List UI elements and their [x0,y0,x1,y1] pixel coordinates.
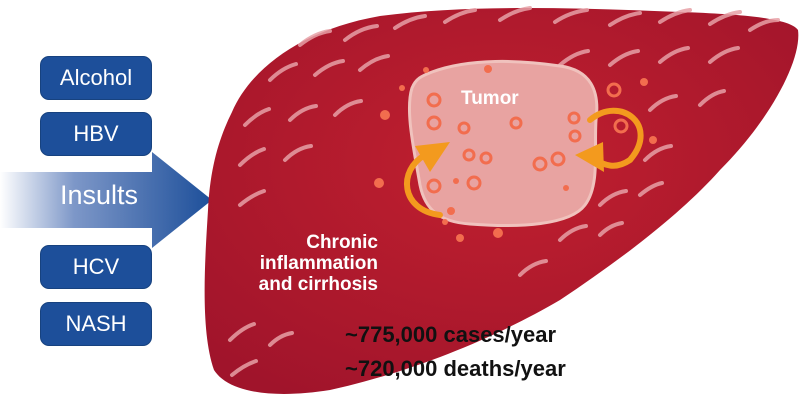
insult-box-alcohol: Alcohol [40,56,152,100]
insult-box-hcv: HCV [40,245,152,289]
insult-box-nash: NASH [40,302,152,346]
chronic-label-line-1: Chronic [210,232,378,253]
insult-box-hbv: HBV [40,112,152,156]
chronic-label-line-2: inflammation [210,253,378,274]
stat-deaths: ~720,000 deaths/year [345,356,566,382]
insults-label: Insults [60,180,138,211]
tumor-label: Tumor [461,88,519,110]
stat-cases: ~775,000 cases/year [345,322,556,348]
chronic-label-line-3: and cirrhosis [210,274,378,295]
chronic-inflammation-label: Chronic inflammation and cirrhosis [210,232,378,295]
